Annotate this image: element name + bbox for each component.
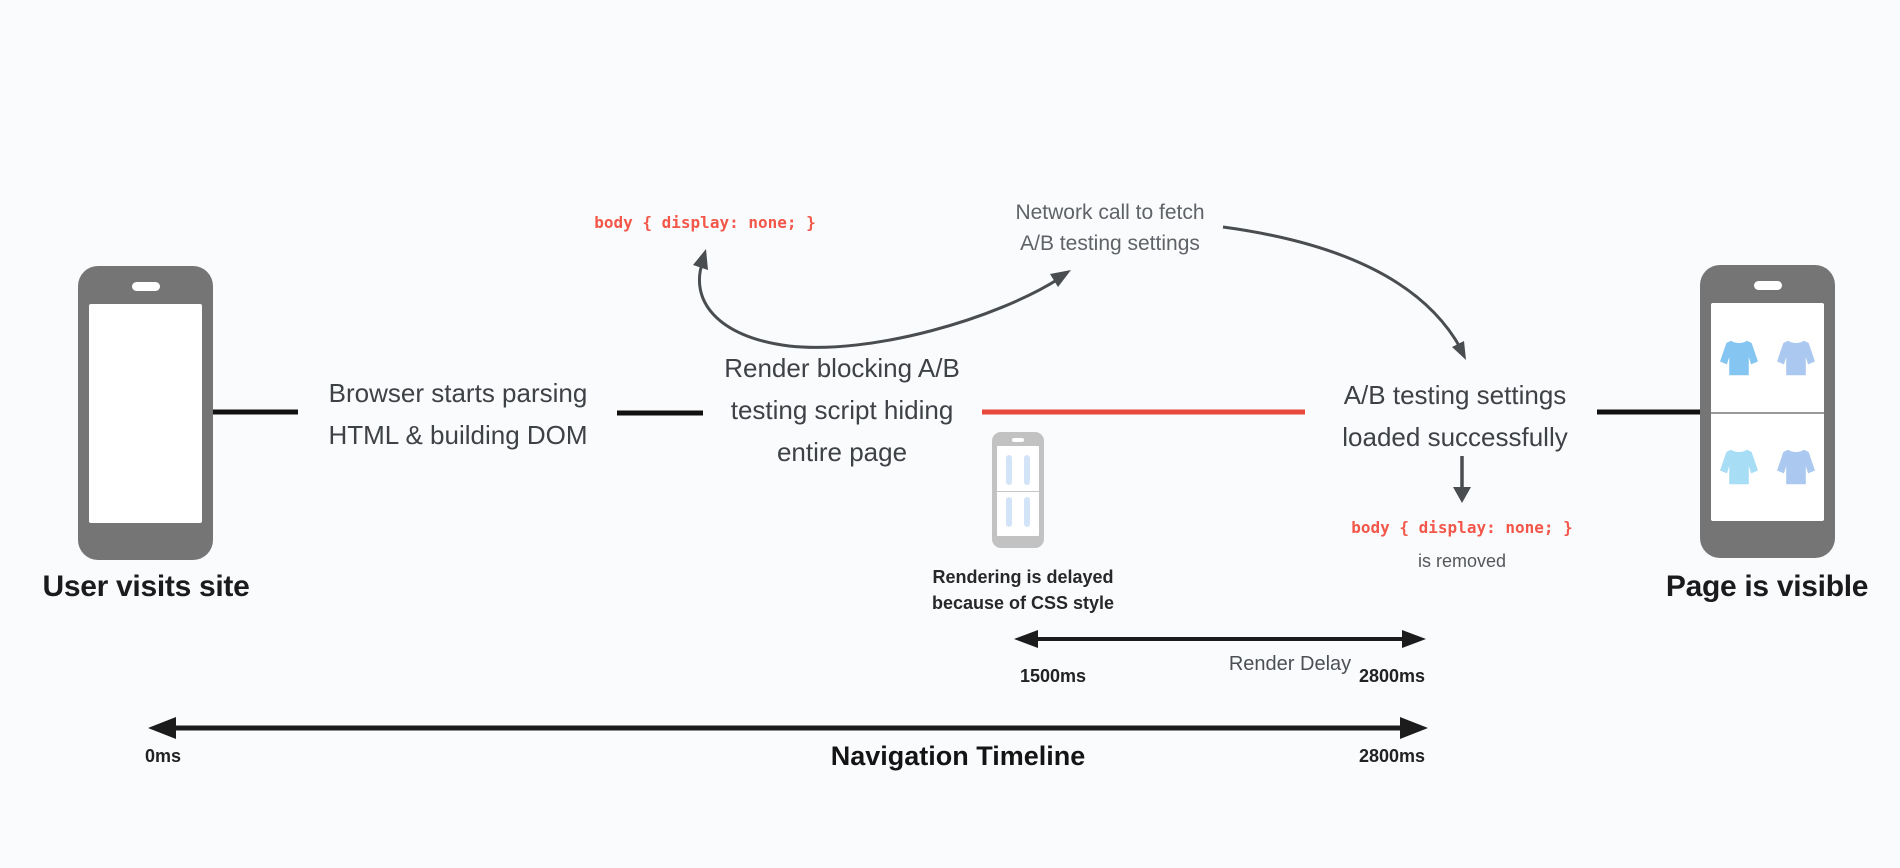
visible-phone-icon — [1700, 265, 1835, 558]
step-block-label: Render blocking A/B testing script hidin… — [724, 347, 960, 473]
mini-product-grid — [1003, 452, 1033, 530]
product-cell — [1711, 303, 1768, 412]
product-cell — [1768, 303, 1825, 412]
product-grid — [1711, 303, 1824, 521]
network-call-note: Network call to fetch A/B testing settin… — [1015, 197, 1204, 259]
render-delayed-line1: Rendering is delayed — [932, 567, 1114, 587]
render-delay-start-label: 1500ms — [1019, 666, 1087, 686]
phone-speaker — [131, 282, 160, 291]
navigation-timeline-title: Navigation Timeline — [830, 741, 1086, 771]
product-placeholder — [1024, 455, 1030, 485]
render-delay-end-label: 2800ms — [1358, 666, 1426, 686]
product-placeholder — [1006, 455, 1012, 485]
step-loaded-line1: A/B testing settings — [1343, 380, 1567, 410]
sweater-icon — [1720, 340, 1759, 375]
product-cell — [1711, 412, 1768, 521]
screen-divider — [1711, 412, 1824, 414]
step-loaded-line2: loaded successfully — [1342, 422, 1568, 452]
mini-phone-screen — [997, 446, 1039, 536]
phone-products-screen — [1711, 303, 1824, 521]
curve-arrow-css-rule-and-network-call — [693, 249, 1071, 349]
step-loaded-label: A/B testing settings loaded successfully — [1342, 374, 1567, 458]
step-block-line3: entire page — [776, 437, 908, 467]
step-parse-label: Browser starts parsing HTML & building D… — [328, 372, 587, 456]
is-removed-label: is removed — [1417, 551, 1507, 571]
product-placeholder — [1024, 497, 1030, 527]
phone-speaker — [1753, 281, 1782, 290]
sweater-icon — [1776, 340, 1815, 375]
product-placeholder — [1006, 497, 1012, 527]
sweater-icon — [1776, 449, 1815, 484]
page-is-visible-label: Page is visible — [1665, 570, 1869, 603]
mini-screen-divider — [997, 491, 1039, 492]
css-rule-code: body { display: none; } — [594, 213, 816, 232]
render-delay-label: Render Delay — [1228, 653, 1352, 675]
render-delayed-line2: because of CSS style — [931, 593, 1115, 613]
network-call-line1: Network call to fetch — [1015, 201, 1205, 224]
navigation-end-label: 2800ms — [1358, 746, 1426, 766]
step-block-line2: testing script hiding — [730, 395, 954, 425]
navigation-start-label: 0ms — [144, 746, 182, 766]
curve-arrow-network-to-loaded — [1222, 225, 1466, 360]
sweater-icon — [1720, 449, 1759, 484]
product-cell — [1768, 412, 1825, 521]
render-delayed-note: Rendering is delayed because of CSS styl… — [932, 564, 1114, 616]
css-rule-removed-code: body { display: none; } — [1351, 518, 1573, 537]
step-parse-line1: Browser starts parsing — [328, 378, 588, 408]
down-arrow-rule-removed — [1453, 456, 1471, 503]
mini-phone-speaker — [1012, 438, 1024, 442]
phone-blank-screen — [89, 304, 202, 523]
user-phone-icon — [78, 266, 213, 560]
network-call-line2: A/B testing settings — [1020, 232, 1200, 255]
user-visits-site-label: User visits site — [42, 570, 250, 603]
step-parse-line2: HTML & building DOM — [328, 420, 588, 450]
delayed-phone-icon — [992, 432, 1044, 548]
navigation-timeline-arrow — [148, 717, 1428, 739]
render-delay-arrow — [1014, 630, 1426, 648]
step-block-line1: Render blocking A/B — [724, 353, 960, 383]
